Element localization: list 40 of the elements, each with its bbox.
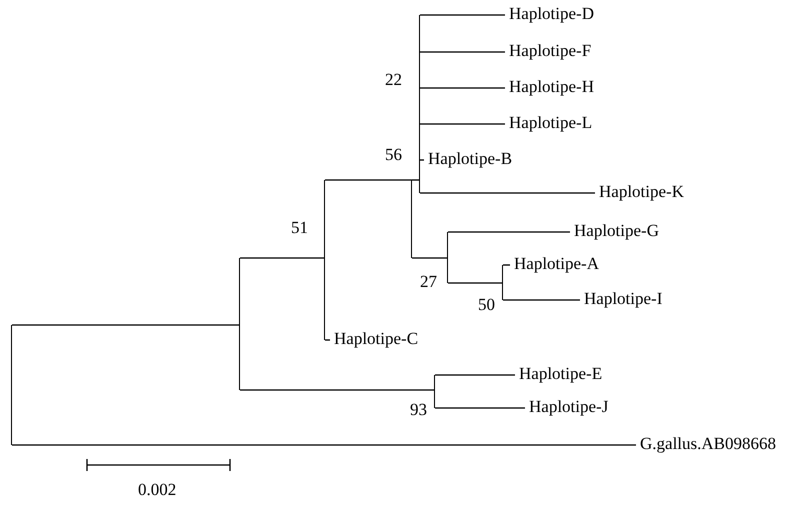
bootstrap-value: 51 — [291, 218, 308, 238]
taxon-label: G.gallus.AB098668 — [640, 434, 776, 454]
tree-branch — [240, 257, 325, 259]
tree-branch — [503, 264, 510, 266]
bootstrap-value: 22 — [385, 70, 402, 90]
taxon-label: Haplotipe-J — [529, 397, 608, 417]
tree-branch — [503, 299, 580, 301]
taxon-label: Haplotipe-A — [514, 254, 599, 274]
taxon-label: Haplotipe-C — [334, 329, 418, 349]
bootstrap-value: 50 — [478, 295, 495, 315]
tree-branch — [448, 231, 570, 233]
tree-branch — [420, 14, 505, 16]
tree-branch — [325, 179, 412, 181]
tree-branch — [420, 87, 505, 89]
tree-branch — [420, 159, 424, 161]
tree-branch — [12, 324, 240, 326]
tree-branch — [412, 179, 420, 181]
taxon-label: Haplotipe-K — [599, 182, 684, 202]
tree-branch — [420, 51, 505, 53]
taxon-label: Haplotipe-G — [574, 221, 659, 241]
bootstrap-value: 56 — [385, 145, 402, 165]
tree-branch — [325, 339, 330, 341]
tree-branch — [420, 123, 505, 125]
tree-branch — [435, 407, 525, 409]
taxon-label: Haplotipe-L — [509, 113, 592, 133]
tree-branch — [435, 374, 515, 376]
tree-branch — [240, 389, 435, 391]
taxon-label: Haplotipe-B — [428, 149, 512, 169]
tree-branch — [448, 282, 503, 284]
tree-branch — [412, 257, 448, 259]
taxon-label: Haplotipe-F — [509, 41, 592, 61]
tree-branch — [420, 192, 595, 194]
taxon-label: Haplotipe-E — [519, 364, 602, 384]
taxon-label: Haplotipe-D — [509, 4, 594, 24]
tree-branch — [12, 444, 636, 446]
bootstrap-value: 27 — [420, 272, 437, 292]
taxon-label: Haplotipe-H — [509, 77, 594, 97]
taxon-label: Haplotipe-I — [584, 289, 662, 309]
bootstrap-value: 93 — [410, 400, 427, 420]
scale-label: 0.002 — [138, 480, 176, 500]
